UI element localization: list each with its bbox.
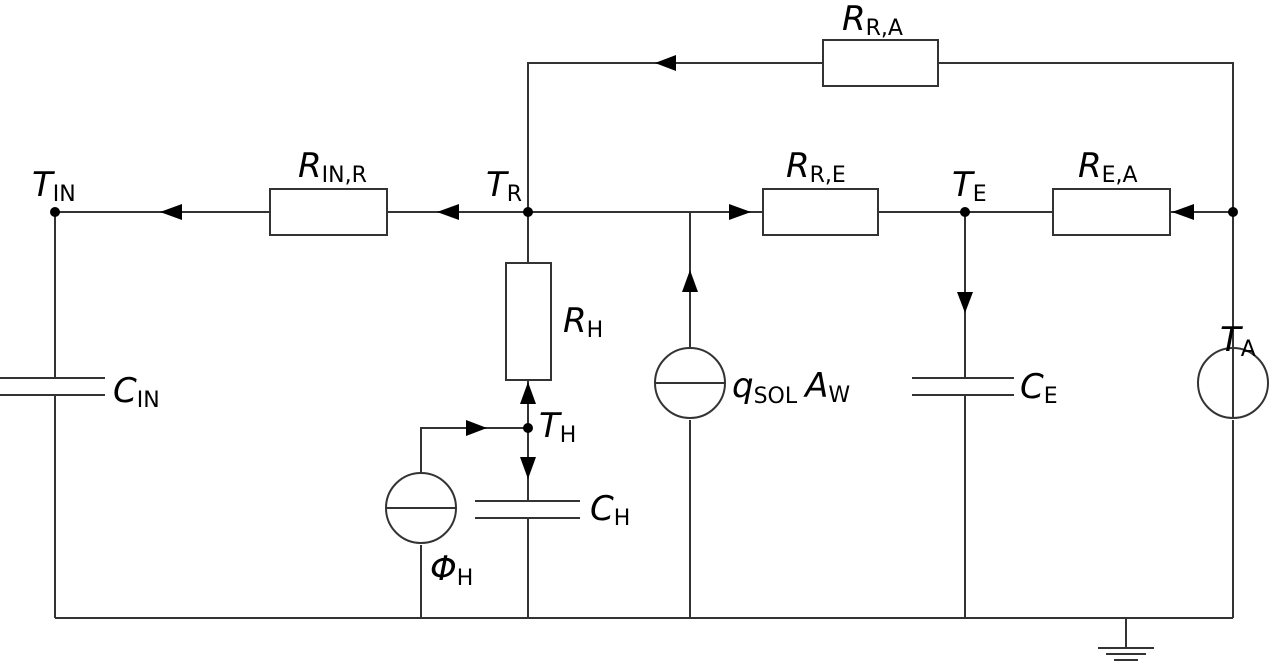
source-phi-h xyxy=(385,472,457,544)
ground-symbol xyxy=(1098,647,1154,661)
arrow-up-icon xyxy=(682,270,698,292)
resistor-r-ra xyxy=(822,39,939,87)
label-r-inr: RIN,R xyxy=(298,146,367,188)
node-dot-t-a xyxy=(1228,207,1238,217)
arrow-left-icon xyxy=(437,204,459,220)
source-q-sol xyxy=(654,347,726,419)
resistor-r-h xyxy=(505,262,552,381)
label-t-h: TH xyxy=(539,406,576,448)
label-c-e: CE xyxy=(1020,367,1058,409)
capacitor-c-h xyxy=(475,500,580,519)
wire-phih-th xyxy=(420,427,528,472)
wires xyxy=(54,62,1234,648)
label-t-r: TR xyxy=(486,165,522,207)
arrow-down-icon xyxy=(957,292,973,313)
label-t-a: TA xyxy=(1220,320,1256,362)
resistor-r-inr xyxy=(269,188,388,236)
label-r-re: RR,E xyxy=(786,146,846,188)
arrow-down-icon xyxy=(520,457,536,479)
arrow-right-icon xyxy=(729,204,751,220)
capacitor-c-in xyxy=(0,377,105,396)
label-c-in: CIN xyxy=(113,371,160,413)
node-dot-t-r xyxy=(523,207,533,217)
source-t-a xyxy=(1197,347,1269,419)
wire-tr-up xyxy=(527,62,823,212)
label-r-h: RH xyxy=(563,301,603,343)
junctions xyxy=(50,207,1238,433)
label-t-in: TIN xyxy=(32,165,76,207)
resistor-r-re xyxy=(762,188,879,236)
label-phi-h: ΦH xyxy=(430,549,473,591)
arrow-left-icon xyxy=(655,55,676,71)
label-r-ea: RE,A xyxy=(1078,146,1138,188)
label-t-e: TE xyxy=(952,165,987,207)
arrow-left-icon xyxy=(1172,204,1194,220)
node-dot-t-h xyxy=(523,423,533,433)
arrow-right-icon xyxy=(466,420,487,436)
resistor-r-ea xyxy=(1052,188,1171,236)
arrow-up-icon xyxy=(520,382,536,404)
label-r-ra: RR,A xyxy=(842,0,903,41)
arrows xyxy=(160,55,1194,479)
label-c-h: CH xyxy=(590,489,630,531)
wire-top-right xyxy=(938,62,1234,212)
node-dot-t-in xyxy=(50,207,60,217)
capacitor-c-e xyxy=(912,377,1014,396)
node-dot-t-e xyxy=(960,207,970,217)
arrow-left-icon xyxy=(160,204,182,220)
